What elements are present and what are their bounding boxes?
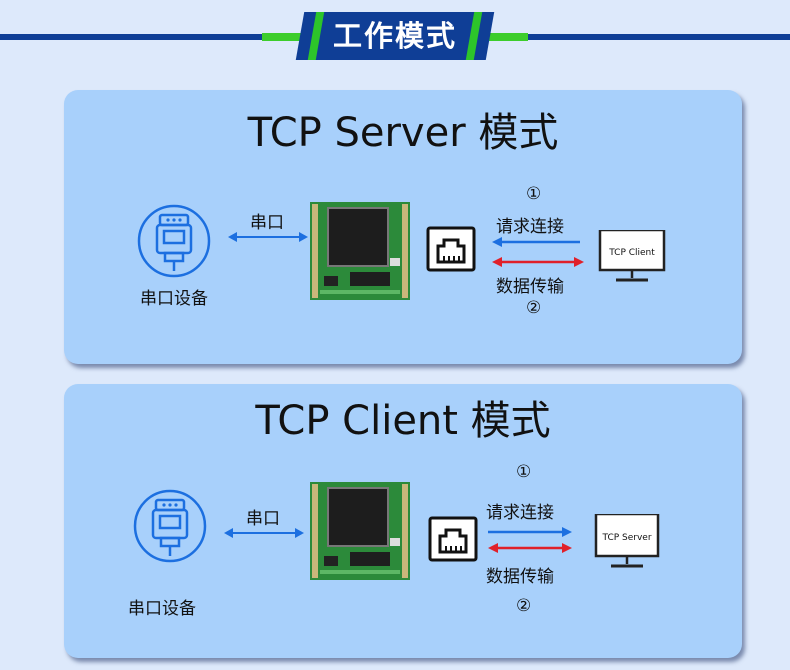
data-label: 数据传输 — [486, 567, 554, 587]
monitor-icon: TCP Server — [594, 514, 660, 568]
panel-title: TCP Client 模式 — [255, 398, 551, 444]
ethernet-port-icon — [426, 226, 476, 272]
page-title: 工作模式 — [332, 19, 457, 53]
serial-link-label: 串口 — [246, 509, 280, 529]
monitor-text: TCP Client — [608, 248, 655, 258]
serial-link-arrow — [228, 232, 308, 242]
panel-tcp-server: TCP Server 模式 串口设备 串口 ① 请求连接 — [64, 90, 742, 364]
data-transfer-arrow — [488, 543, 572, 553]
panel-tcp-client: TCP Client 模式 串口设备 串口 ① 请求连接 — [64, 384, 742, 658]
request-arrow — [488, 527, 572, 537]
step-one-marker: ① — [526, 184, 542, 204]
serial-port-icon — [137, 204, 211, 278]
request-arrow — [492, 237, 580, 247]
serial-link-arrow — [224, 528, 304, 538]
monitor-icon: TCP Client — [598, 230, 666, 282]
serial-link-label: 串口 — [250, 213, 284, 233]
header-accent-right — [478, 33, 528, 41]
monitor-text: TCP Server — [601, 533, 651, 543]
request-label: 请求连接 — [486, 503, 554, 523]
data-label: 数据传输 — [496, 277, 564, 297]
request-label: 请求连接 — [496, 217, 564, 237]
step-one-marker: ① — [516, 462, 532, 482]
ethernet-port-icon — [428, 516, 478, 562]
step-two-marker: ② — [526, 298, 542, 318]
device-label: 串口设备 — [128, 599, 196, 619]
serial-port-icon — [133, 489, 207, 563]
device-label: 串口设备 — [140, 289, 208, 309]
panel-title: TCP Server 模式 — [247, 110, 559, 156]
module-board-icon — [310, 202, 410, 300]
module-board-icon — [310, 482, 410, 580]
step-two-marker: ② — [516, 596, 532, 616]
header-accent-left — [262, 33, 332, 41]
data-transfer-arrow — [492, 257, 584, 267]
